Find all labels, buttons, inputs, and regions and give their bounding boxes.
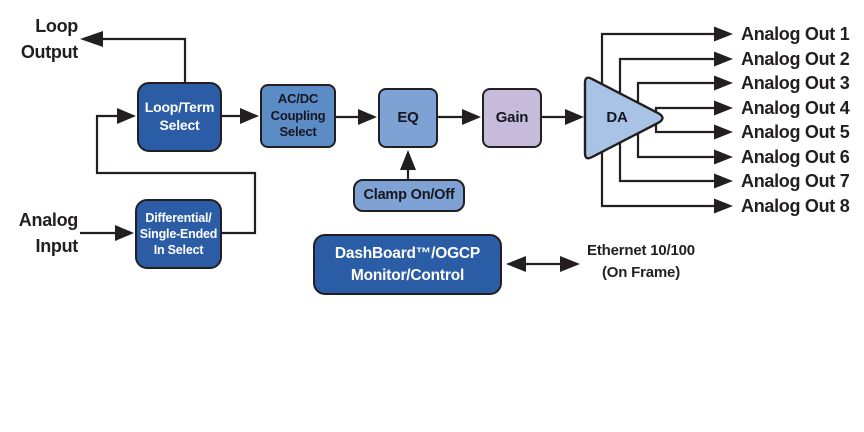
arrow-into-gain	[462, 109, 481, 125]
arrow-ethernet-left	[506, 256, 526, 272]
eq-block: EQ	[378, 88, 438, 148]
arrow-into-loopterm	[117, 108, 136, 124]
wire-loop-output	[102, 37, 187, 82]
analog-out-6-label: Analog Out 6	[741, 147, 850, 167]
ethernet-label: Ethernet 10/100 (On Frame)	[587, 242, 695, 281]
dashboard-ogcp-block: DashBoard™/OGCP Monitor/Control	[313, 234, 502, 295]
signal-arrowheads	[80, 31, 584, 272]
analog-out-3-label: Analog Out 3	[741, 73, 850, 93]
arrow-into-acdc	[240, 108, 259, 124]
arrow-clamp-into-eq	[400, 150, 416, 170]
arrow-ethernet-right	[560, 256, 580, 272]
analog-out-1-label: Analog Out 1	[741, 24, 850, 44]
analog-out-8-label: Analog Out 8	[741, 196, 850, 216]
da-amplifier-triangle	[583, 76, 664, 160]
loop-output-label: Loop Output	[20, 16, 78, 62]
acdc-coupling-select-block: AC/DC Coupling Select	[260, 84, 336, 148]
arrow-into-da	[565, 109, 584, 125]
analog-out-7-label: Analog Out 7	[741, 171, 850, 191]
wire-diff-to-loopterm	[95, 114, 257, 235]
analog-out-2-label: Analog Out 2	[741, 49, 850, 69]
fan-out-arrowheads	[714, 26, 733, 214]
analog-input-label: Analog Input	[18, 210, 79, 256]
arrow-into-diff	[115, 225, 134, 241]
signal-wires	[80, 37, 566, 266]
arrow-into-eq	[358, 109, 377, 125]
arrow-loop-output	[80, 31, 103, 47]
analog-out-5-label: Analog Out 5	[741, 122, 850, 142]
analog-out-4-label: Analog Out 4	[741, 98, 850, 118]
differential-single-ended-block: Differential/ Single-Ended In Select	[135, 199, 222, 269]
gain-block: Gain	[482, 88, 542, 148]
clamp-on-off-block: Clamp On/Off	[353, 179, 465, 212]
loop-term-select-block: Loop/Term Select	[137, 82, 222, 152]
da-amplifier-label: DA	[606, 108, 628, 126]
